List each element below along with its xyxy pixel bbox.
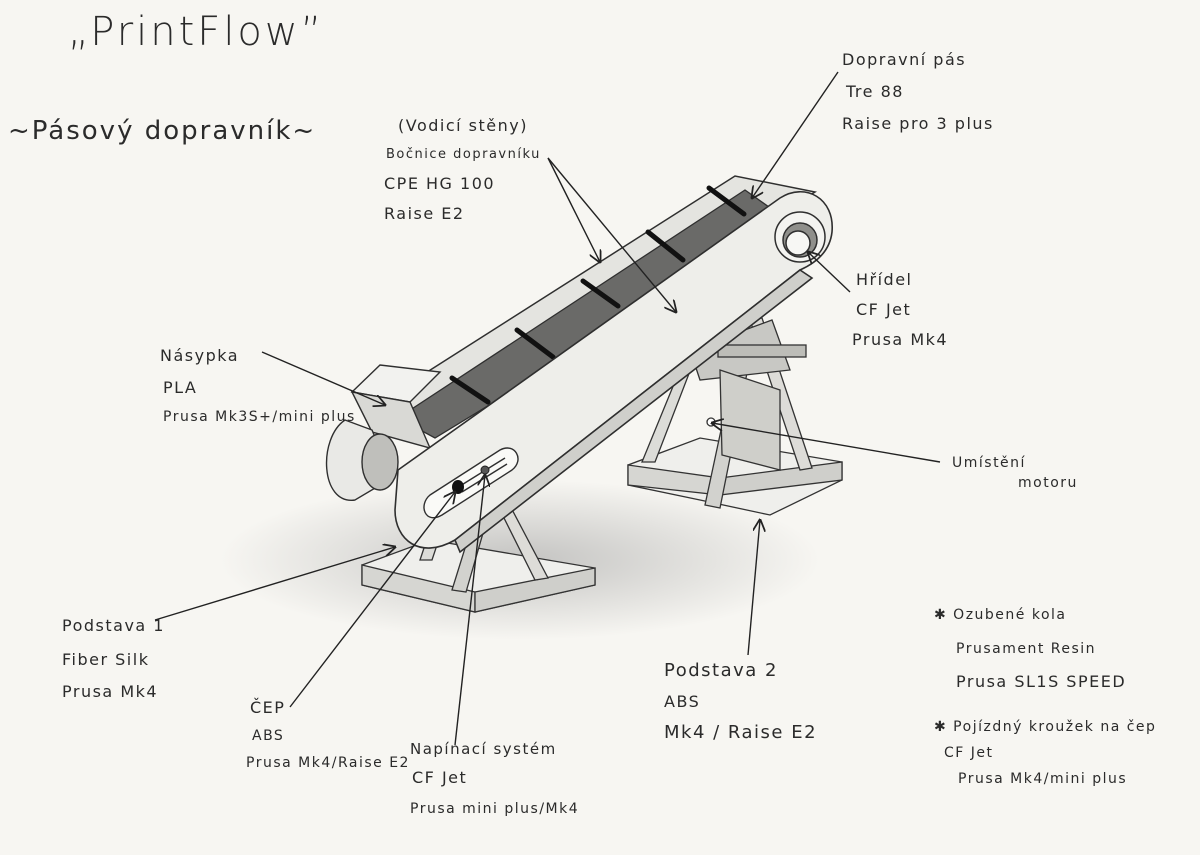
leader-motor	[712, 423, 941, 463]
base2-printer: Mk4 / Raise E2	[664, 722, 818, 743]
note-gears-name: ✱ Ozubené kola	[934, 607, 1067, 623]
leader-hopper	[261, 351, 385, 405]
note-ring-material: CF Jet	[944, 745, 994, 761]
base1-name: Podstava 1	[62, 616, 165, 635]
side-walls-material: CPE HG 100	[384, 174, 496, 193]
shaft-printer: Prusa Mk4	[852, 330, 949, 349]
note-gears-material: Prusament Resin	[956, 641, 1097, 657]
base2-name: Podstava 2	[664, 660, 778, 681]
leader-side-walls-1	[547, 157, 600, 262]
subtitle: ~Pásový dopravník~	[8, 116, 317, 146]
shaft-name: Hřídel	[856, 270, 913, 289]
belt-name: Dopravní pás	[842, 50, 967, 69]
tensioner-material: CF Jet	[412, 768, 468, 787]
base-2-stand	[627, 317, 843, 516]
belt-cleats	[449, 185, 747, 405]
leader-base1	[154, 547, 395, 621]
side-walls-note: (Vodicí stěny)	[398, 116, 528, 135]
belt-material: Tre 88	[846, 82, 904, 101]
shaft-material: CF Jet	[856, 300, 912, 319]
pin-name: ČEP	[250, 698, 286, 717]
pin-material: ABS	[252, 728, 285, 744]
note-ring-name: ✱ Pojízdný kroužek na čep	[934, 719, 1157, 735]
base2-material: ABS	[664, 692, 701, 711]
note-ring-printer: Prusa Mk4/mini plus	[958, 771, 1128, 787]
title: „PrintFlow”	[68, 9, 325, 55]
leader-belt	[752, 71, 839, 198]
tensioner-printer: Prusa mini plus/Mk4	[410, 801, 580, 817]
tensioner-name: Napínací systém	[410, 740, 557, 758]
note-gears-printer: Prusa SL1S SPEED	[956, 672, 1127, 691]
shaft	[774, 211, 826, 263]
pin-hole	[452, 480, 464, 494]
pin-printer: Prusa Mk4/Raise E2	[246, 755, 410, 771]
rear-roller	[325, 419, 399, 501]
leader-base2	[747, 520, 760, 656]
tensioner-screw	[480, 465, 490, 475]
side-walls-name: Bočnice dopravníku	[386, 147, 541, 162]
hopper-name: Násypka	[160, 346, 240, 365]
leader-shaft	[808, 252, 851, 293]
motor-line1: Umístění	[952, 455, 1026, 471]
base1-printer: Prusa Mk4	[62, 682, 159, 701]
motor-line2: motoru	[1018, 475, 1078, 491]
leader-lines	[154, 71, 941, 746]
leader-pin	[289, 492, 455, 708]
hopper	[350, 364, 442, 450]
hopper-material: PLA	[163, 378, 198, 397]
belt-printer: Raise pro 3 plus	[842, 114, 994, 133]
base1-material: Fiber Silk	[62, 650, 150, 669]
side-walls-printer: Raise E2	[384, 204, 465, 223]
leader-side-walls-2	[547, 157, 676, 312]
hopper-printer: Prusa Mk3S+/mini plus	[163, 409, 356, 425]
motor-mount-hole	[706, 417, 716, 427]
leader-tensioner	[454, 475, 485, 746]
